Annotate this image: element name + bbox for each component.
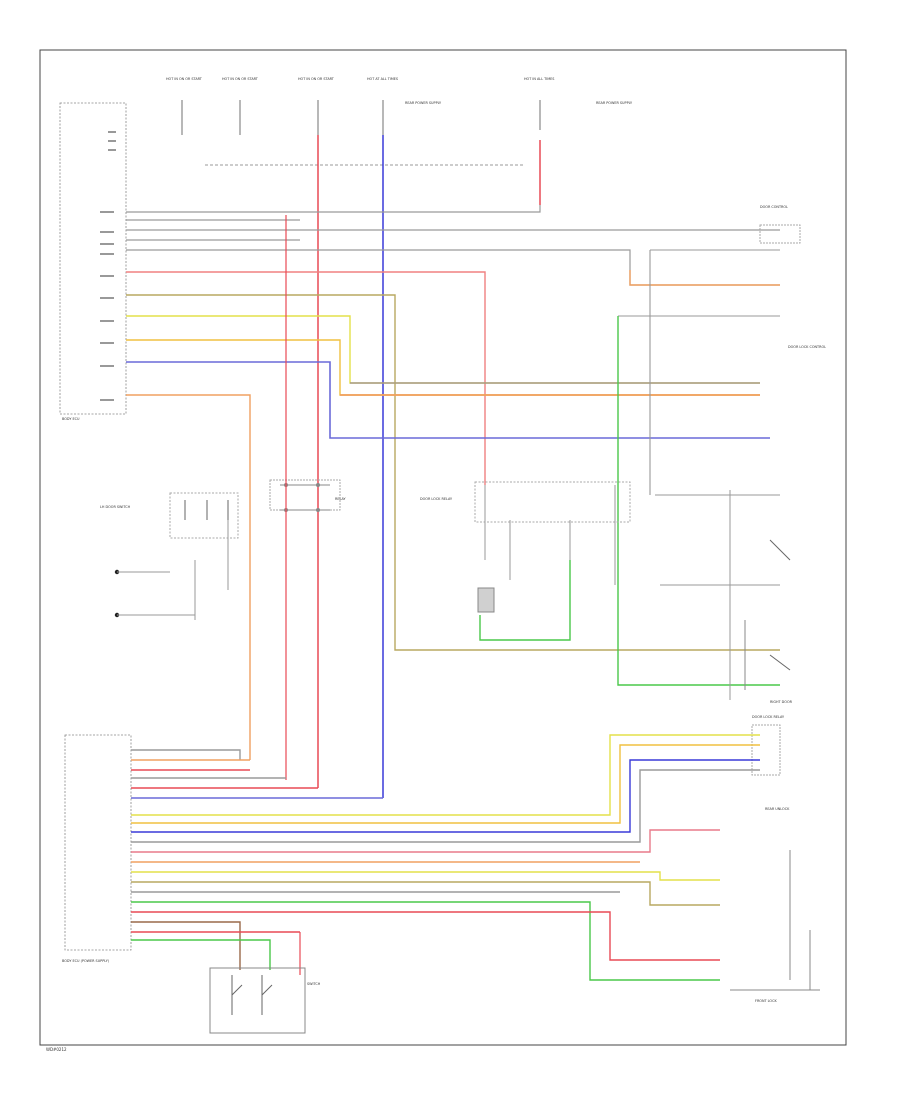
fuse-label: HOT IN ON OR START (222, 77, 259, 81)
left-pin-label (100, 342, 114, 344)
wire-olive (126, 294, 780, 651)
left-pin-label (100, 231, 114, 233)
left-pin-label (100, 399, 114, 401)
fuse-label: HOT IN ALL TIMES (524, 77, 554, 81)
component-label: SWITCH (307, 982, 321, 986)
fuse-note: REAR POWER SUPPLY (405, 101, 442, 105)
bottom-wires (131, 734, 760, 981)
wire-yellow-1 (126, 315, 760, 384)
relay-middle: RELAY (269, 479, 347, 512)
bottom-unit-box (64, 734, 132, 951)
door-lock-module: DOOR LOCK RELAY (420, 481, 631, 640)
fuse-label: HOT IN ON OR START (166, 77, 203, 81)
component-label: DOOR LOCK RELAY (752, 715, 785, 719)
bottom-right-switch: FRONT LOCK REAR UNLOCK (730, 807, 820, 1003)
left-pin-label (100, 253, 114, 255)
component-label: RIGHT DOOR (770, 700, 793, 704)
fuse-row: HOT IN ON OR START HOT IN ON OR START HO… (166, 77, 633, 135)
component-label: RELAY (335, 497, 347, 501)
wire-yellow-2 (126, 339, 760, 396)
left-pin-label (100, 365, 114, 367)
lh-switch: LH DOOR SWITCH (100, 492, 239, 620)
wire-orange-left (126, 394, 251, 760)
right-switches: RIGHT DOOR (744, 539, 793, 704)
component-label: DOOR LOCK CONTROL (788, 345, 826, 349)
component-label: FRONT LOCK (755, 999, 777, 1003)
left-unit-box (59, 102, 127, 415)
fuse-label: HOT IN ON OR START (298, 77, 335, 81)
left-pin-label (108, 131, 116, 133)
left-pin-label (100, 297, 114, 299)
component-label: DOOR CONTROL (760, 205, 788, 209)
footer-code: WD#0212 (46, 1047, 67, 1052)
left-pin-label (100, 320, 114, 322)
component-label: LH DOOR SWITCH (100, 505, 131, 509)
bottom-unit-label: BODY ECU (POWER SUPPLY) (62, 959, 110, 963)
wire-pink (126, 271, 486, 485)
fuse-note: REAR POWER SUPPLY (596, 101, 633, 105)
left-pin-label (100, 211, 114, 213)
wire-green-mid (479, 560, 571, 641)
fuse-label: HOT AT ALL TIMES (367, 77, 398, 81)
left-pin-label (108, 140, 116, 142)
top-gray-wires (126, 205, 780, 286)
left-unit-pin-labels (100, 131, 116, 401)
left-unit-label: BODY ECU (62, 417, 80, 421)
component-label: REAR UNLOCK (765, 807, 790, 811)
right-connector-top: DOOR CONTROL (649, 205, 801, 495)
left-pin-label (108, 149, 116, 151)
wire-orange-short (629, 270, 780, 286)
wire-green-right (617, 316, 780, 686)
left-pin-label (100, 275, 114, 277)
right-connector-mid: DOOR LOCK RELAY (751, 715, 785, 776)
component-label: DOOR LOCK RELAY (420, 497, 453, 501)
diagram-frame (39, 49, 847, 1046)
left-pin-label (100, 243, 114, 245)
bottom-switch-block: SWITCH (209, 967, 321, 1034)
wire-purple (126, 361, 770, 439)
